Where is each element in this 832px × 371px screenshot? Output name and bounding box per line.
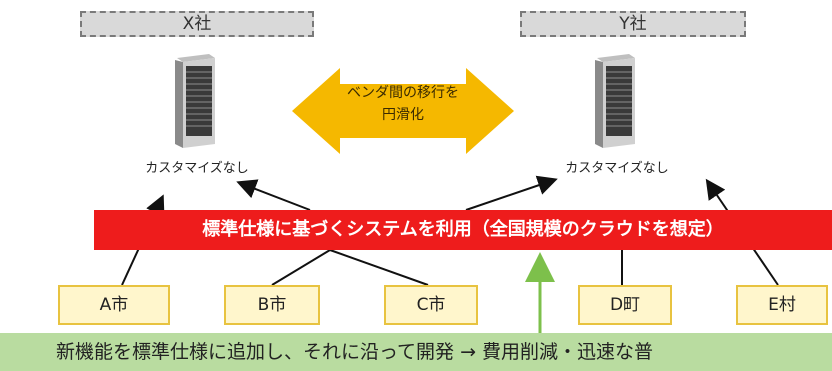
- footer-bar: 新機能を標準仕様に追加し、それに沿って開発 → 費用削減・迅速な普: [0, 333, 832, 371]
- server-x-icon: [175, 54, 215, 148]
- migration-line2: 円滑化: [382, 107, 424, 123]
- line-c: [329, 249, 429, 286]
- line-b: [271, 249, 331, 286]
- standard-spec-banner: 標準仕様に基づくシステムを利用（全国規模のクラウドを想定）: [94, 210, 832, 250]
- vendor-x-note: カスタマイズなし: [145, 161, 249, 176]
- server-y-icon: [595, 54, 635, 148]
- migration-double-arrow-icon: [292, 68, 514, 154]
- municipality-b: B市: [224, 285, 320, 325]
- migration-line1: ベンダ間の移行を: [347, 85, 459, 101]
- vendor-y-label: Y社: [520, 11, 746, 37]
- vendor-y-note: カスタマイズなし: [565, 161, 669, 176]
- arrow-banner-to-x: [236, 179, 311, 211]
- footer-text: 新機能を標準仕様に追加し、それに沿って開発 → 費用削減・迅速な普: [56, 341, 654, 363]
- municipality-e: E村: [736, 285, 828, 325]
- municipality-c: C市: [384, 285, 478, 325]
- municipality-d: D町: [578, 285, 672, 325]
- vendor-x-label: X社: [80, 11, 314, 37]
- municipality-a: A市: [58, 285, 170, 325]
- arrow-banner-to-y: [465, 175, 558, 211]
- migration-text: ベンダ間の移行を 円滑化: [292, 82, 514, 126]
